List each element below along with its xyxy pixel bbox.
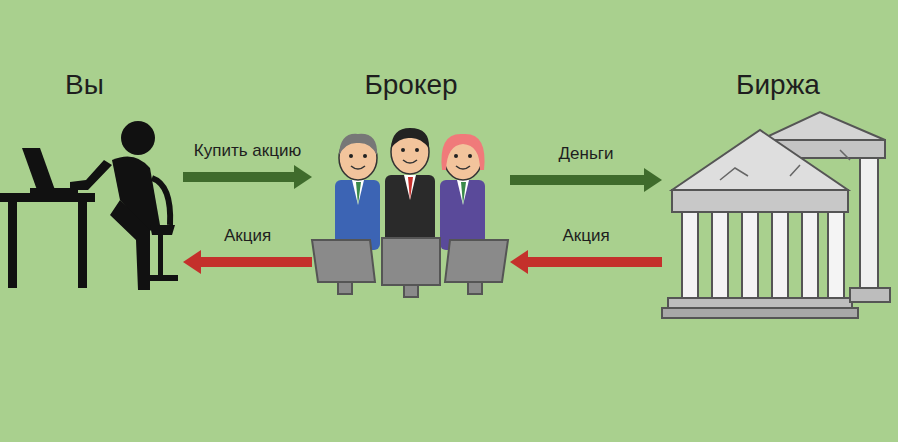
figure-group: Биржа (662, 68, 894, 330)
arrow-label: Купить акцию (192, 141, 303, 161)
group-heading: Вы (5, 68, 183, 102)
figure-group: Вы (5, 68, 183, 300)
person-at-desk (0, 121, 178, 290)
flow-arrow (183, 172, 294, 182)
arrow-label: Акция (560, 226, 611, 246)
brokers (312, 128, 508, 297)
group-heading: Брокер (312, 68, 510, 102)
flow-arrow (528, 257, 662, 267)
arrow-label: Акция (222, 226, 273, 246)
group-heading: Биржа (662, 68, 894, 102)
flow-arrow (510, 175, 644, 185)
flow-arrow (201, 257, 312, 267)
exchange-building (662, 112, 890, 318)
arrow-label: Деньги (557, 144, 616, 164)
figure-group: Брокер (312, 68, 510, 300)
